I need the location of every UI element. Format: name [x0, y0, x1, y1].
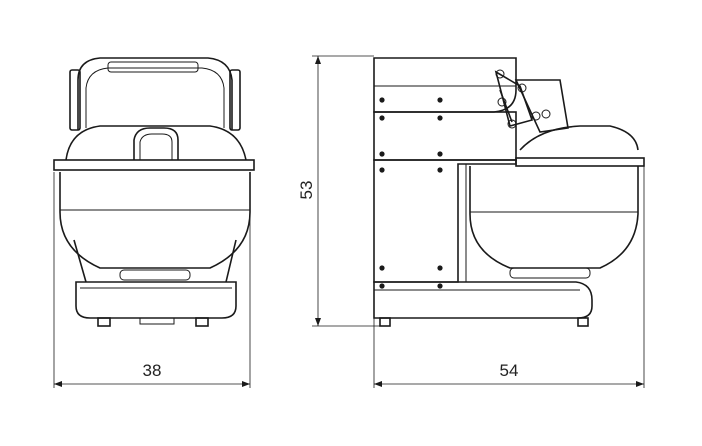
front-rim [53, 159, 255, 171]
front-base [75, 281, 237, 319]
side-column [373, 111, 517, 161]
side-rim [515, 157, 645, 167]
side-lid [519, 125, 639, 151]
front-handle [133, 127, 179, 160]
side-bowl [469, 166, 639, 269]
column-bolts [379, 97, 443, 289]
front-lid [65, 125, 247, 161]
front-view [53, 57, 255, 327]
lever-linkage [494, 69, 551, 129]
side-height-dimension: 53 [297, 55, 380, 327]
side-head [373, 57, 517, 113]
side-width-dimension: 54 [373, 166, 645, 388]
side-width-label: 54 [500, 361, 519, 380]
side-height-label: 53 [297, 181, 316, 200]
side-arm [514, 79, 569, 133]
front-width-dimension: 38 [53, 172, 251, 388]
front-width-label: 38 [143, 361, 162, 380]
side-view [373, 57, 645, 327]
front-bowl [59, 172, 251, 269]
side-base [373, 281, 593, 319]
